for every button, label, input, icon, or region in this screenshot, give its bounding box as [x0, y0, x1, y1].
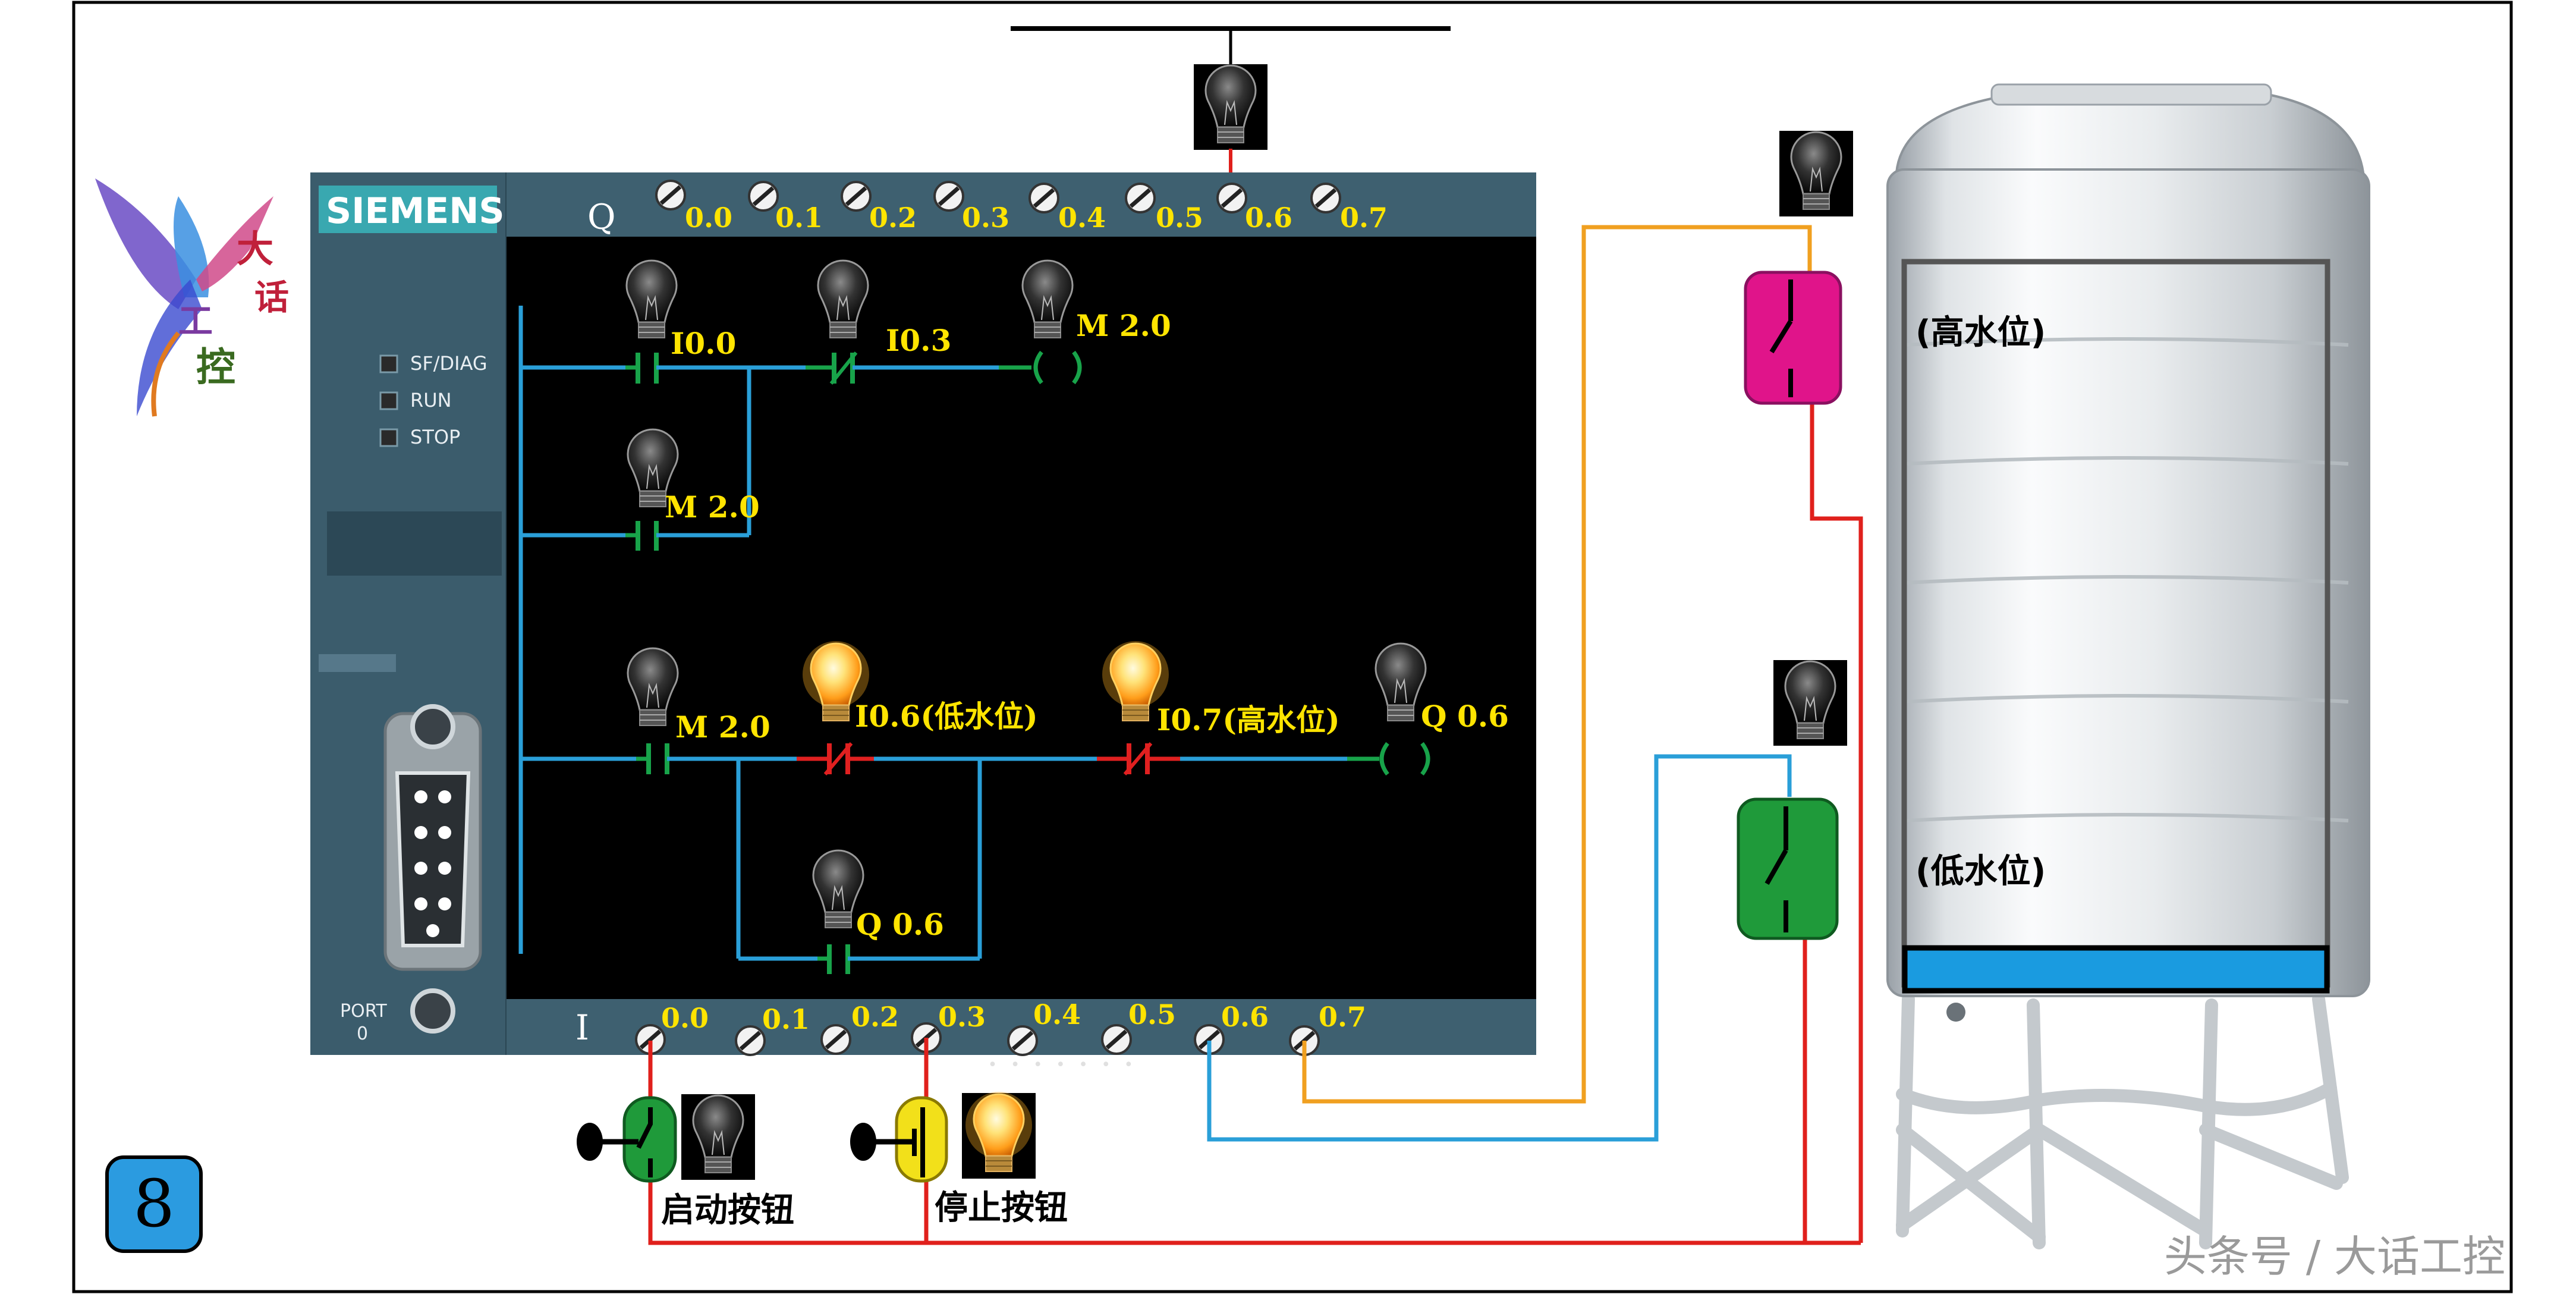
- siemens-logo: [319, 186, 497, 233]
- wire-high-return: [1810, 402, 1863, 1243]
- wire-i07-high: [1302, 225, 1812, 1104]
- q04-label: 0.4: [1058, 202, 1106, 234]
- stop-button[interactable]: [850, 1096, 948, 1183]
- module-slot: [327, 511, 502, 576]
- wire-i06-low: [1207, 754, 1792, 1142]
- label-q06-branch: Q 0.6: [856, 907, 944, 942]
- port-label: PORT: [340, 1001, 387, 1022]
- tank-high-label: (高水位): [1916, 313, 2046, 352]
- high-level-switch[interactable]: [1744, 271, 1842, 405]
- label-i00: I0.0: [671, 326, 736, 361]
- q02-label: 0.2: [869, 202, 917, 234]
- high-switch-lamp: [1778, 130, 1854, 218]
- outer-frame: [72, 1, 2513, 1293]
- coil-q06: [1379, 742, 1389, 776]
- water-tank: [1886, 83, 2370, 1249]
- port-number: 0: [357, 1023, 368, 1044]
- contact-i03-nc: [829, 351, 858, 385]
- stop-button-label: 停止按钮: [935, 1189, 1068, 1227]
- low-switch-lamp: [1772, 659, 1848, 747]
- input-terminals: 0.0 0.1 0.2 0.3 0.4 0.5 0.6 0.7: [636, 998, 1366, 1055]
- i06-label: 0.6: [1221, 1001, 1269, 1033]
- led-label-stop: STOP: [410, 426, 460, 448]
- ladder-diagram: I0.0 I0.3 M 2.0 M 2.0 M 2.0 I0.6(低水位) I0…: [518, 258, 1509, 974]
- tank-low-label: (低水位): [1916, 852, 2046, 891]
- brand-label: SIEMENS: [326, 190, 505, 232]
- label-q06-coil: Q 0.6: [1421, 699, 1509, 734]
- lamp-i03: [805, 258, 881, 346]
- watermark: 头条号 / 大话工控: [2164, 1232, 2505, 1282]
- contact-i06-nc: [823, 742, 853, 775]
- contact-i07-nc: [1123, 742, 1153, 775]
- step-number: 8: [133, 1166, 175, 1242]
- q05-label: 0.5: [1156, 202, 1203, 234]
- led-sf-diag: [379, 354, 398, 373]
- q00-label: 0.0: [685, 202, 732, 234]
- led-stop: [379, 428, 398, 447]
- logo-char-2: 话: [254, 277, 289, 318]
- stop-button-lamp: [961, 1091, 1037, 1180]
- start-button-lamp: [680, 1093, 756, 1181]
- i00-label: 0.0: [661, 1002, 709, 1034]
- i07-label: 0.7: [1319, 1001, 1366, 1033]
- led-label-run: RUN: [410, 389, 452, 412]
- logo: 大 话 工 控: [95, 178, 289, 417]
- start-button-label: 启动按钮: [661, 1191, 794, 1230]
- db9-port: [383, 704, 482, 1034]
- label-m20-coil: M 2.0: [1076, 308, 1171, 343]
- coil-m20: [1033, 350, 1043, 385]
- q07-label: 0.7: [1340, 202, 1388, 234]
- input-row-label: I: [575, 1007, 589, 1048]
- label-i03: I0.3: [886, 323, 951, 358]
- output-q06-lamp: [1193, 63, 1269, 151]
- step-badge: 8: [105, 1155, 203, 1253]
- i03-label: 0.3: [938, 1001, 986, 1033]
- wire-common: [648, 1179, 1861, 1245]
- plc-module: SIEMENS SF/DIAG RUN STOP PORT 0 Q I · · …: [310, 172, 1536, 1085]
- q03-label: 0.3: [962, 202, 1009, 234]
- led-run: [379, 391, 398, 410]
- i04-label: 0.4: [1033, 998, 1081, 1031]
- logo-char-4: 控: [196, 344, 235, 390]
- led-label-sf: SF/DIAG: [410, 352, 487, 375]
- output-row-label: Q: [587, 197, 616, 237]
- label-m20-rung2: M 2.0: [675, 709, 770, 745]
- label-m20-branch: M 2.0: [665, 489, 760, 524]
- i01-label: 0.1: [762, 1003, 810, 1035]
- logo-char-3: 工: [178, 301, 213, 341]
- output-terminals: 0.0 0.1 0.2 0.3 0.4 0.5 0.6 0.7: [656, 181, 1388, 234]
- i05-label: 0.5: [1128, 998, 1176, 1031]
- lamp-m20-coil: [1009, 258, 1086, 346]
- q01-label: 0.1: [775, 202, 823, 234]
- logo-char-1: 大: [237, 227, 273, 271]
- water-level: [1902, 945, 2330, 994]
- label-i06: I0.6(低水位): [855, 699, 1038, 734]
- label-i07: I0.7(高水位): [1157, 702, 1340, 737]
- low-level-switch[interactable]: [1737, 797, 1839, 940]
- ladder-area: [507, 237, 1536, 999]
- q06-label: 0.6: [1245, 202, 1292, 234]
- start-button[interactable]: [577, 1096, 677, 1183]
- i02-label: 0.2: [851, 1001, 899, 1033]
